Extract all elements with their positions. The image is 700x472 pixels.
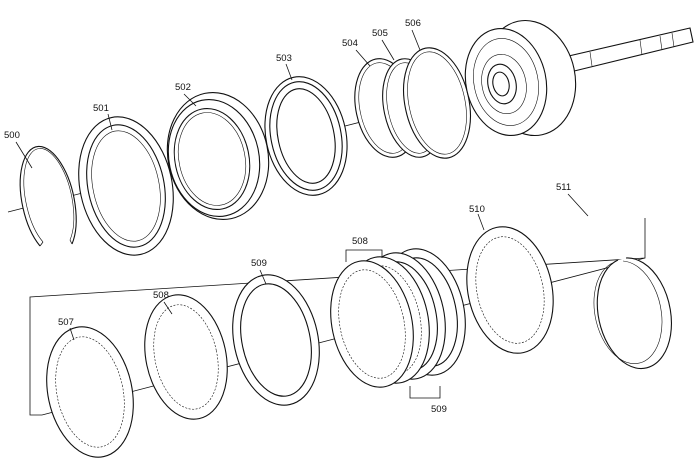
part-508-plate (144, 294, 228, 420)
label-507: 507 (58, 317, 74, 328)
label-511: 511 (556, 182, 571, 193)
label-508: 508 (153, 290, 169, 301)
part-506-seal-ring (403, 47, 471, 159)
label-505: 505 (372, 28, 388, 39)
label-500: 500 (4, 130, 20, 141)
part-511-snap-ring (593, 257, 672, 370)
label-509: 509 (251, 258, 267, 269)
label-509-group: 509 (431, 404, 447, 415)
part-502-piston-ring (166, 91, 270, 221)
part-507-plate (46, 326, 134, 458)
leader-lines (15, 29, 589, 341)
part-503-splined-ring (264, 76, 348, 196)
label-510: 510 (469, 204, 485, 215)
bracket-509 (409, 386, 441, 399)
label-506: 506 (405, 18, 421, 29)
label-503: 503 (276, 53, 292, 64)
bracket-508 (345, 249, 383, 262)
label-502: 502 (175, 82, 191, 93)
part-500-snap-ring (19, 145, 77, 247)
part-501-toothed-ring (78, 116, 174, 256)
part-509-toothed-plate (232, 274, 320, 406)
label-508-group: 508 (352, 236, 368, 247)
part-510-plate (466, 226, 554, 354)
axis-connector (29, 218, 646, 416)
label-501: 501 (93, 103, 109, 114)
label-504: 504 (342, 38, 358, 49)
clutch-housing-with-shaft (464, 19, 694, 137)
clutch-pack-stack (330, 248, 466, 388)
